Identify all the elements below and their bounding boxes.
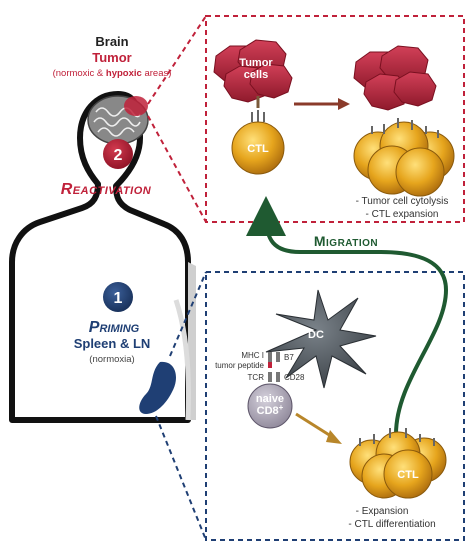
tcr-label: TCR	[248, 373, 265, 382]
naive-label: naive	[256, 393, 284, 405]
spleen-icon	[139, 361, 176, 414]
brain-icon	[87, 95, 149, 145]
step2-badge: 2	[103, 139, 133, 169]
areas-hypoxic: hypoxic	[106, 68, 142, 79]
ctl-cell-top: CTL	[231, 110, 285, 175]
tumor-areas-label: (normoxic & hypoxic areas)	[53, 68, 172, 79]
normoxia-label: (normoxia)	[89, 354, 134, 365]
areas-prefix: (normoxic &	[53, 68, 106, 79]
step1-number: 1	[114, 290, 123, 307]
cd8-label: CD8+	[257, 403, 284, 417]
tumor-cells-cluster: Tumor cells	[213, 39, 293, 108]
cd8-sup: +	[279, 403, 284, 412]
ctl-cluster-bottom: CTL	[349, 428, 447, 499]
tumor-cells-cluster-lysed	[353, 45, 437, 111]
priming-label: Priming	[89, 319, 140, 336]
reactivation-panel	[147, 15, 465, 223]
expansion-arrow	[295, 412, 342, 444]
brain-title: Brain	[95, 34, 128, 49]
dendritic-cell: DC	[265, 289, 377, 389]
outcome-bottom-1: - Expansion	[356, 506, 409, 517]
ctl-cluster-top	[353, 118, 455, 197]
step1-badge: 1	[103, 282, 133, 312]
spleen-ln-label: Spleen & LN	[74, 336, 151, 351]
migration-arrow	[246, 196, 449, 435]
priming-panel	[155, 271, 465, 541]
brain-tumor-icon	[124, 96, 148, 116]
human-silhouette	[9, 91, 196, 423]
tumor-cells-label-2: cells	[244, 69, 268, 81]
outcome-top-1: - Tumor cell cytolysis	[356, 196, 449, 207]
ctl-bottom-label: CTL	[397, 469, 419, 481]
reactivation-arrow	[294, 98, 350, 110]
tumor-cells-label-1: Tumor	[239, 57, 273, 69]
naive-cd8-cell: naive CD8+	[247, 383, 293, 429]
tumor-peptide-label: tumor peptide	[215, 361, 264, 370]
receptor-complex	[268, 352, 280, 382]
tumor-label: Tumor	[92, 50, 131, 65]
cd28-label: CD28	[284, 373, 305, 382]
migration-label: Migration	[314, 233, 378, 249]
outcome-top-2: - CTL expansion	[366, 209, 439, 220]
b7-label: B7	[284, 353, 294, 362]
areas-suffix: areas)	[142, 68, 172, 79]
mhc-label: MHC I	[241, 351, 264, 360]
step2-number: 2	[114, 147, 123, 164]
outcome-bottom-2: - CTL differentiation	[348, 519, 435, 530]
ctl-top-label: CTL	[247, 143, 269, 155]
dc-label: DC	[308, 329, 324, 341]
cd8-text: CD8	[257, 405, 279, 417]
reactivation-label: Reactivation	[61, 181, 152, 198]
